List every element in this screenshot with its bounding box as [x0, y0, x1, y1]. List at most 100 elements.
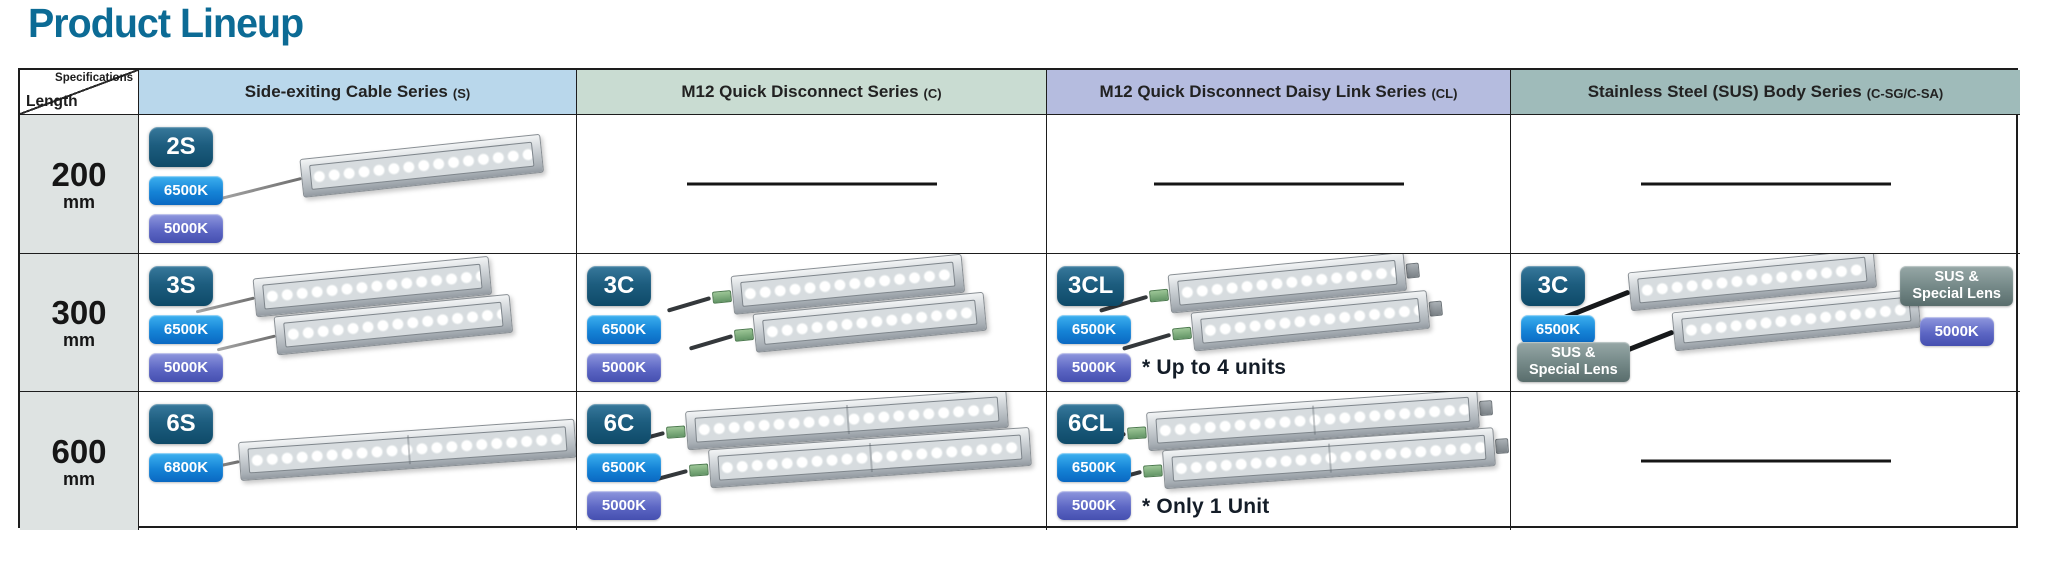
not-available-dash	[1640, 459, 1891, 463]
sus-badge-line2: Special Lens	[1912, 286, 2001, 302]
model-badge: 2S	[149, 127, 213, 167]
badge-stack: 2S 6500K 5000K	[149, 127, 223, 243]
temp-6500k-badge: 6500K	[1057, 315, 1131, 344]
led-bar-image	[210, 133, 545, 207]
length-unit: mm	[62, 468, 95, 489]
column-header-code: (S)	[452, 85, 471, 101]
led-bar-housing	[237, 418, 576, 482]
m12-connector	[711, 289, 732, 304]
temp-6500k-badge: 6500K	[1521, 315, 1595, 344]
column-header-m12: M12 Quick Disconnect Series (C)	[577, 70, 1047, 115]
cell-200-m12	[577, 115, 1047, 254]
badge-stack: 6S 6800K	[149, 404, 223, 482]
footnote: * Up to 4 units	[1142, 356, 1287, 379]
column-header-daisy-link: M12 Quick Disconnect Daisy Link Series (…	[1047, 70, 1511, 115]
length-cell-600: 600 mm	[20, 392, 139, 530]
sus-special-lens-badge: SUS & Special Lens	[1900, 266, 2013, 306]
column-header-text: M12 Quick Disconnect Daisy Link Series	[1099, 82, 1427, 101]
badge-stack: 3CL 6500K 5000K	[1057, 266, 1131, 382]
corner-cell: Specifications Length	[20, 70, 139, 115]
m12-connector	[733, 327, 754, 342]
m12-connector	[665, 424, 686, 439]
cell-600-stainless	[1511, 392, 2020, 530]
led-bar-image	[190, 418, 576, 485]
column-header-stainless: Stainless Steel (SUS) Body Series (C-SG/…	[1511, 70, 2020, 115]
sus-badge-line2: Special Lens	[1529, 362, 1618, 378]
temp-6500k-badge: 6500K	[587, 315, 661, 344]
product-lineup-table: Specifications Length Side-exiting Cable…	[18, 68, 2020, 530]
model-badge: 3CL	[1057, 266, 1125, 306]
housing-seam	[1311, 405, 1316, 435]
cell-200-daisy-link	[1047, 115, 1511, 254]
footnote: * Only 1 Unit	[1142, 495, 1270, 518]
temp-5000k-badge: 5000K	[1057, 491, 1131, 520]
model-badge: 3S	[149, 266, 213, 306]
daisy-link-port	[1405, 262, 1420, 279]
cable	[216, 334, 276, 352]
column-header-side-exiting: Side-exiting Cable Series (S)	[139, 70, 577, 115]
housing-seam	[868, 443, 873, 473]
sus-special-lens-badge: SUS & Special Lens	[1517, 342, 1630, 382]
specifications-label: Specifications	[55, 72, 133, 84]
temp-5000k-badge: 5000K	[1057, 353, 1131, 382]
length-cell-200: 200 mm	[20, 115, 139, 254]
temp-5000k-badge: 5000K	[149, 214, 223, 243]
temp-5000k-badge: 5000K	[587, 491, 661, 520]
length-value: 300	[51, 294, 107, 331]
daisy-link-port	[1495, 438, 1510, 455]
badge-stack-right: SUS & Special Lens 5000K	[1900, 266, 2013, 346]
cable	[688, 333, 733, 350]
led-bar-housing	[299, 133, 545, 198]
column-header-text: Side-exiting Cable Series	[244, 82, 448, 101]
daisy-link-port	[1479, 400, 1494, 417]
cable	[213, 176, 302, 202]
badge-stack: 6C 6500K 5000K	[587, 404, 661, 520]
temp-6800k-badge: 6800K	[149, 453, 223, 482]
housing-seam	[406, 435, 411, 465]
temp-6500k-badge: 6500K	[587, 453, 661, 482]
model-badge: 3C	[587, 266, 651, 306]
cell-600-daisy-link: 6CL 6500K 5000K * Only 1 Unit	[1047, 392, 1511, 530]
page-title: Product Lineup	[28, 0, 304, 46]
m12-connector	[1148, 288, 1169, 302]
column-header-code: (CL)	[1431, 85, 1458, 101]
m12-connector	[688, 462, 709, 477]
housing-seam	[845, 405, 850, 435]
cell-300-side-exiting: 3S 6500K 5000K	[139, 254, 577, 392]
m12-connector	[1142, 463, 1163, 478]
model-badge: 6S	[149, 404, 213, 444]
badge-stack: 6CL 6500K 5000K	[1057, 404, 1131, 520]
badge-stack: 3S 6500K 5000K	[149, 266, 223, 382]
cell-600-side-exiting: 6S 6800K	[139, 392, 577, 530]
temp-5000k-badge: 5000K	[1919, 317, 1994, 346]
cell-300-daisy-link: 3CL 6500K 5000K * Up to 4 units	[1047, 254, 1511, 392]
length-label: Length	[26, 93, 78, 110]
length-unit: mm	[62, 330, 95, 350]
sus-badge-line1: SUS &	[1551, 345, 1596, 361]
temp-6500k-badge: 6500K	[1057, 453, 1131, 482]
temp-5000k-badge: 5000K	[149, 353, 223, 382]
temp-5000k-badge: 5000K	[587, 353, 661, 382]
not-available-dash	[686, 182, 937, 186]
column-header-code: (C-SG/C-SA)	[1866, 85, 1944, 101]
daisy-link-port	[1428, 300, 1443, 317]
m12-connector	[1171, 326, 1192, 340]
temp-6500k-badge: 6500K	[149, 315, 223, 344]
cell-200-stainless	[1511, 115, 2020, 254]
not-available-dash	[1153, 182, 1404, 186]
length-value: 200	[51, 155, 107, 193]
cell-300-m12: 3C 6500K 5000K	[577, 254, 1047, 392]
housing-seam	[1327, 443, 1332, 473]
length-value: 600	[51, 432, 107, 470]
cell-600-m12: 6C 6500K 5000K	[577, 392, 1047, 530]
badge-stack: 3C 6500K 5000K	[587, 266, 661, 382]
not-available-dash	[1640, 182, 1891, 186]
column-header-text: Stainless Steel (SUS) Body Series	[1587, 82, 1862, 101]
cell-200-side-exiting: 2S 6500K 5000K	[139, 115, 577, 254]
length-cell-300: 300 mm	[20, 254, 139, 392]
column-header-code: (C)	[923, 85, 942, 101]
cable	[666, 295, 711, 312]
badge-stack: 3C 6500K	[1521, 266, 1595, 344]
length-unit: mm	[62, 191, 95, 212]
model-badge: 3C	[1521, 266, 1585, 306]
